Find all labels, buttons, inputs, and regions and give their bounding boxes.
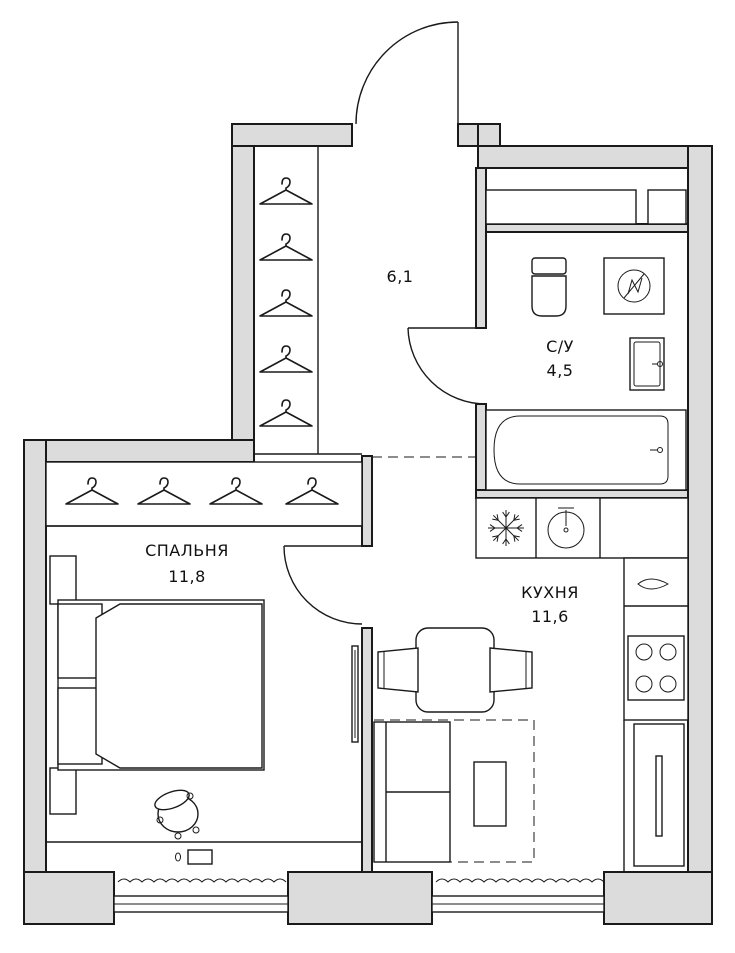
desk-device [187, 849, 213, 865]
coat-hanger-icon [209, 477, 263, 505]
coat-hanger-icon [259, 345, 313, 373]
nightstand-top [49, 555, 77, 605]
wall-top-left [231, 123, 353, 147]
bath-shelf [485, 189, 637, 225]
partition-bedroom-lower [361, 627, 373, 873]
toilet-icon [531, 257, 567, 317]
coat-hanger-icon [65, 477, 119, 505]
nightstand-bottom [49, 767, 77, 815]
partition-bedroom-upper [361, 455, 373, 547]
dining-table [377, 627, 533, 713]
partition-bath-lower [475, 403, 487, 499]
bathroom-area: 4,5 [547, 361, 574, 380]
partition-bath-kitchen [475, 489, 689, 499]
sink-icon [629, 337, 665, 391]
bath-box [647, 189, 687, 225]
coat-hanger-icon [259, 233, 313, 261]
bedroom-area: 11,8 [168, 567, 206, 586]
sink-icon [547, 507, 585, 549]
no-washer-icon [603, 257, 665, 315]
wall-bedroom-top [23, 439, 255, 463]
hall-wardrobe [259, 177, 313, 427]
kitchen-name: КУХНЯ [521, 583, 579, 602]
wall-bottom-right [603, 871, 713, 925]
bathroom: С/У 4,5 [407, 189, 687, 491]
coat-hanger-icon [137, 477, 191, 505]
bathroom-name: С/У [546, 337, 574, 356]
windows [113, 878, 605, 913]
wall-left [23, 439, 47, 873]
bed [57, 599, 265, 771]
curtain-kitchen [435, 878, 605, 883]
sofa [373, 721, 451, 863]
kitchen: КУХНЯ 11,6 [373, 497, 689, 867]
bedroom-name: СПАЛЬНЯ [145, 541, 229, 560]
kitchen-area: 11,6 [531, 607, 569, 626]
coat-hanger-icon [285, 477, 339, 505]
wall-step-2 [477, 145, 713, 169]
bedroom-wardrobe [45, 461, 363, 527]
drop-icon [637, 578, 670, 590]
stove-icon [627, 635, 685, 701]
wall-right [687, 145, 713, 913]
wall-hall-left [231, 123, 255, 441]
snowflake-icon [488, 510, 524, 546]
chair-icon [154, 789, 200, 840]
partition-bath-top [485, 223, 689, 233]
bathtub-icon [485, 409, 687, 491]
wall-bottom-left [23, 871, 115, 925]
walls [23, 123, 713, 925]
coat-hanger-icon [259, 289, 313, 317]
partition-bath-upper [475, 167, 487, 329]
hall-area: 6,1 [387, 267, 414, 286]
wall-bottom-middle [287, 871, 433, 925]
coat-hanger-icon [259, 399, 313, 427]
entrance-door [355, 21, 459, 125]
bedroom: СПАЛЬНЯ 11,8 [46, 541, 363, 865]
coat-hanger-icon [259, 177, 313, 205]
coffee-table [473, 761, 507, 827]
cabinet-handle [655, 755, 663, 837]
curtain-bedroom [117, 878, 287, 883]
